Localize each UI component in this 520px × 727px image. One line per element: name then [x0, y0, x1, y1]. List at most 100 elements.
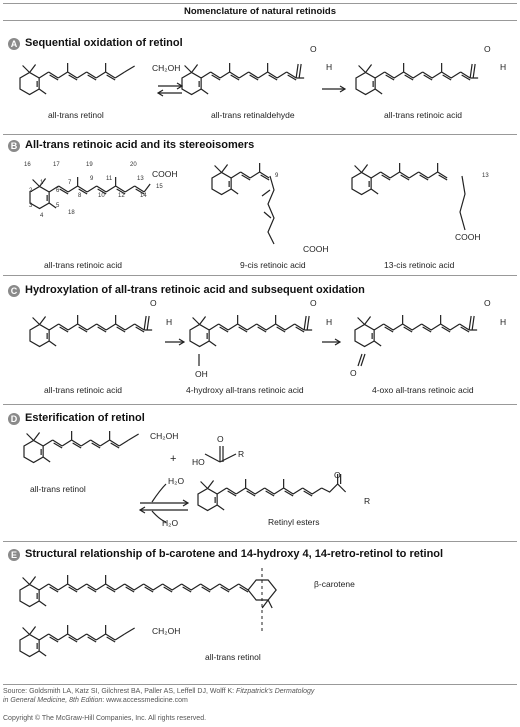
- carbon-number: 1: [40, 180, 44, 186]
- all-trans-ra-structure-b1: [29, 177, 145, 210]
- cooh-b3: COOH: [455, 232, 481, 242]
- figure-title: Nomenclature of natural retinoids: [183, 6, 337, 17]
- carbon-number: 10: [98, 193, 105, 199]
- carbon-number: 17: [53, 162, 60, 168]
- label-a2: all-trans retinaldehyde: [211, 110, 295, 120]
- oxo-ra-structure-c3: [354, 315, 470, 348]
- h-c1: H: [166, 317, 173, 327]
- label-e1: β-carotene: [314, 579, 355, 589]
- nine-cis-ra-structure-b2: [211, 163, 270, 196]
- h2o-bottom: H₂O: [162, 518, 179, 528]
- o-a3: O: [484, 44, 491, 54]
- carbon-number: 3: [29, 203, 33, 209]
- equilibrium-arrow-a1: [156, 82, 184, 97]
- ho-acid: HO: [192, 457, 205, 467]
- h-c2: H: [326, 317, 333, 327]
- ester-group: [321, 474, 347, 493]
- ch2oh-bond: [124, 65, 135, 73]
- beta-carotene-structure-e1: [19, 575, 249, 608]
- locant-13-b3: 13: [482, 173, 489, 179]
- carbon-number: 16: [24, 162, 31, 168]
- o-c2: O: [310, 298, 317, 308]
- 13-cis-ra-structure-b3: [351, 163, 448, 196]
- panel-e-badge: E: [8, 549, 20, 561]
- arrow-c1: [165, 338, 186, 346]
- retinol-structure-a1: [19, 63, 125, 96]
- acid-c2: [303, 315, 313, 331]
- label-b2: 9-cis retinoic acid: [240, 260, 306, 270]
- acid-c1: [143, 315, 153, 331]
- h-a3: H: [500, 62, 507, 72]
- h-c3: H: [500, 317, 507, 327]
- divider-ab: [3, 134, 517, 135]
- retinoic-acid-structure-a3: [355, 63, 471, 96]
- divider-bc: [3, 275, 517, 276]
- ch2oh-bond-d: [128, 433, 139, 441]
- cis-chain-b2: [261, 175, 275, 245]
- panel-c-title: Hydroxylation of all-trans retinoic acid…: [25, 284, 365, 296]
- carbon-number: 11: [106, 176, 113, 182]
- carbon-number: 7: [68, 180, 72, 186]
- source-citation-line2: in General Medicine, 8th Edition: www.ac…: [3, 697, 188, 704]
- carbon-number: 8: [78, 193, 82, 199]
- label-a3: all-trans retinoic acid: [384, 110, 462, 120]
- panel-d-title: Esterification of retinol: [25, 412, 145, 424]
- ketone-bond: [357, 353, 366, 367]
- ch2oh-d1: CH₂OH: [150, 431, 179, 441]
- h2o-top: H₂O: [168, 476, 185, 486]
- divider-cd: [3, 404, 517, 405]
- o-acid: O: [217, 434, 224, 444]
- label-c3: 4-oxo all-trans retinoic acid: [372, 385, 474, 395]
- label-c2: 4-hydroxy all-trans retinoic acid: [186, 385, 304, 395]
- retinol-structure-d1: [23, 431, 129, 464]
- header-rule-bottom: [3, 20, 517, 21]
- carbon-number: 20: [130, 162, 137, 168]
- h-a2: H: [326, 62, 333, 72]
- carbon-number: 2: [29, 188, 33, 194]
- ch2oh-e2: CH₂OH: [152, 626, 181, 636]
- cooh-b2: COOH: [303, 244, 329, 254]
- carbon-number: 13: [137, 176, 144, 182]
- panel-d-badge: D: [8, 413, 20, 425]
- header-rule-top: [3, 3, 517, 4]
- carbon-number: 15: [156, 184, 163, 190]
- panel-b-title: All-trans retinoic acid and its stereois…: [25, 139, 255, 151]
- panel-b-badge: B: [8, 140, 20, 152]
- arrow-c2: [322, 338, 342, 346]
- panel-a-badge: A: [8, 38, 20, 50]
- o-c3: O: [484, 298, 491, 308]
- cooh-bond: [143, 183, 151, 193]
- carbon-number: 19: [86, 162, 93, 168]
- acid-c3: [468, 315, 478, 331]
- r-acid: R: [238, 449, 245, 459]
- beta-carotene-second-ring: [247, 579, 277, 609]
- carbon-number: 12: [118, 193, 125, 199]
- panel-e-title: Structural relationship of b-carotene an…: [25, 548, 444, 560]
- divider-de: [3, 541, 517, 542]
- oh-c2: OH: [195, 369, 208, 379]
- source-citation-line1: Source: Goldsmith LA, Katz SI, Gilchrest…: [3, 688, 315, 695]
- hydroxy-ra-structure-c2: [189, 315, 305, 348]
- carbon-number: 5: [56, 203, 60, 209]
- acid-group: [469, 63, 479, 79]
- o-c1: O: [150, 298, 157, 308]
- label-e2: all-trans retinol: [205, 652, 261, 662]
- retinyl-ester-structure-d2: [197, 479, 322, 512]
- r-ester: R: [364, 496, 371, 506]
- cis-chain-b3: [459, 175, 466, 231]
- carbon-number: 18: [68, 210, 75, 216]
- panel-c-badge: C: [8, 285, 20, 297]
- carbon-number: 4: [40, 213, 44, 219]
- carbon-number: 6: [56, 188, 60, 194]
- ch2oh-a1: CH₂OH: [152, 63, 181, 73]
- o-a2: O: [310, 44, 317, 54]
- label-b1: all-trans retinoic acid: [44, 260, 122, 270]
- divider-footer: [3, 684, 517, 685]
- cooh-b1: COOH: [152, 169, 178, 179]
- label-a1: all-trans retinol: [48, 110, 104, 120]
- label-c1: all-trans retinoic acid: [44, 385, 122, 395]
- plus-sign: +: [170, 453, 177, 465]
- ra-structure-c1: [29, 315, 145, 348]
